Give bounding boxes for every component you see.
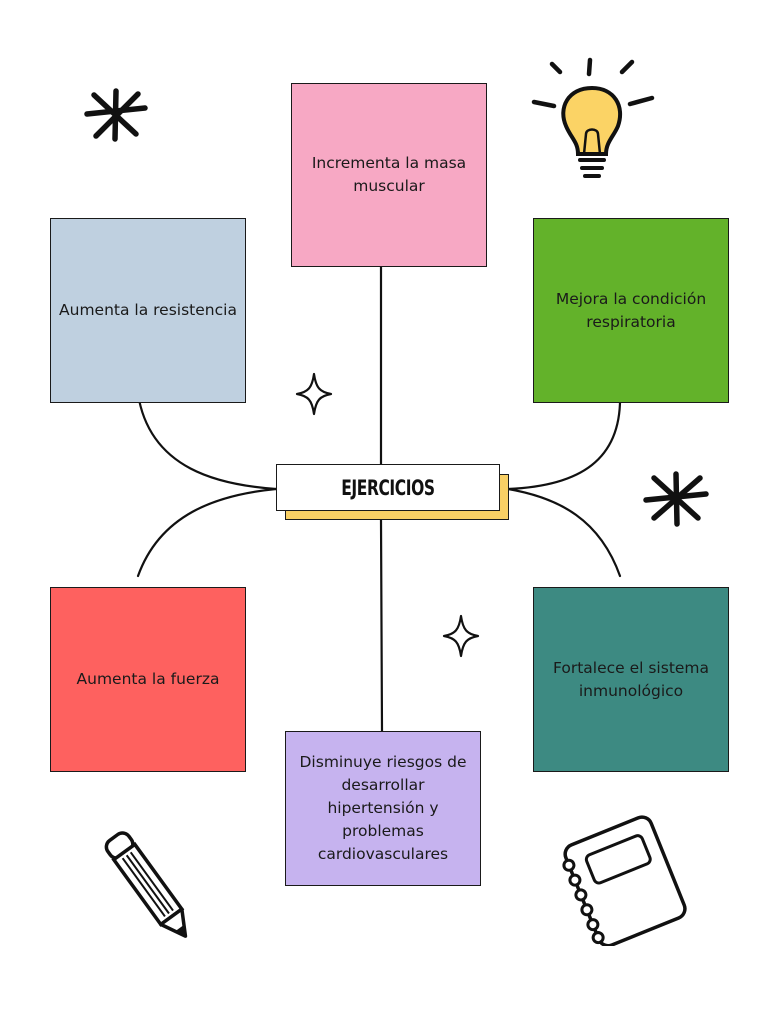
pencil-icon: [104, 831, 188, 938]
node-text-line: Mejora la condición: [555, 289, 707, 308]
node-text-line: hipertensión y: [327, 799, 439, 817]
node-text-line: Aumenta la resistencia: [59, 301, 237, 319]
asterisk-icon: [643, 471, 709, 527]
sparkle-icon: [295, 372, 333, 416]
node-strength: Aumenta la fuerza: [50, 587, 246, 772]
notebook-icon: [562, 815, 687, 946]
node-muscle-mass-text: Incrementa la masa muscular: [312, 152, 466, 198]
node-cardiovascular: Disminuye riesgos de desarrollar hiperte…: [285, 731, 481, 886]
node-endurance: Aumenta la resistencia: [50, 218, 246, 403]
node-immune-text: Fortalece el sistema inmunológico: [553, 657, 709, 703]
connector-bottom: [379, 518, 384, 733]
node-text-line: respiratoria: [586, 312, 676, 331]
connector-top-left: [136, 392, 278, 491]
node-muscle-mass: Incrementa la masa muscular: [291, 83, 487, 267]
node-text-line: inmunológico: [578, 681, 684, 700]
center-node: EJERCICIOS: [276, 464, 500, 511]
center-node-label: EJERCICIOS: [341, 475, 435, 500]
node-text-line: muscular: [353, 177, 425, 195]
lightbulb-icon: [531, 57, 655, 178]
node-respiratory-text: Mejora la condición respiratoria: [556, 288, 706, 334]
node-strength-text: Aumenta la fuerza: [77, 668, 220, 691]
sparkle-icon: [442, 614, 480, 658]
node-endurance-text: Aumenta la resistencia: [59, 299, 237, 322]
connector-top-right: [506, 392, 622, 491]
node-text-line: problemas: [342, 822, 424, 840]
node-text-line: Incrementa la masa: [311, 154, 467, 172]
asterisk-icon: [84, 88, 148, 142]
node-text-line: Aumenta la fuerza: [76, 670, 220, 688]
node-text-line: desarrollar: [341, 776, 425, 794]
connector-bottom-right: [506, 487, 622, 578]
node-text-line: Fortalece el sistema: [552, 658, 710, 677]
node-text-line: cardiovasculares: [317, 845, 449, 863]
node-respiratory: Mejora la condición respiratoria: [533, 218, 729, 403]
node-cardiovascular-text: Disminuye riesgos de desarrollar hiperte…: [300, 751, 467, 866]
connector-bottom-left: [136, 487, 278, 578]
node-text-line: Disminuye riesgos de: [299, 753, 467, 771]
node-immune: Fortalece el sistema inmunológico: [533, 587, 729, 772]
